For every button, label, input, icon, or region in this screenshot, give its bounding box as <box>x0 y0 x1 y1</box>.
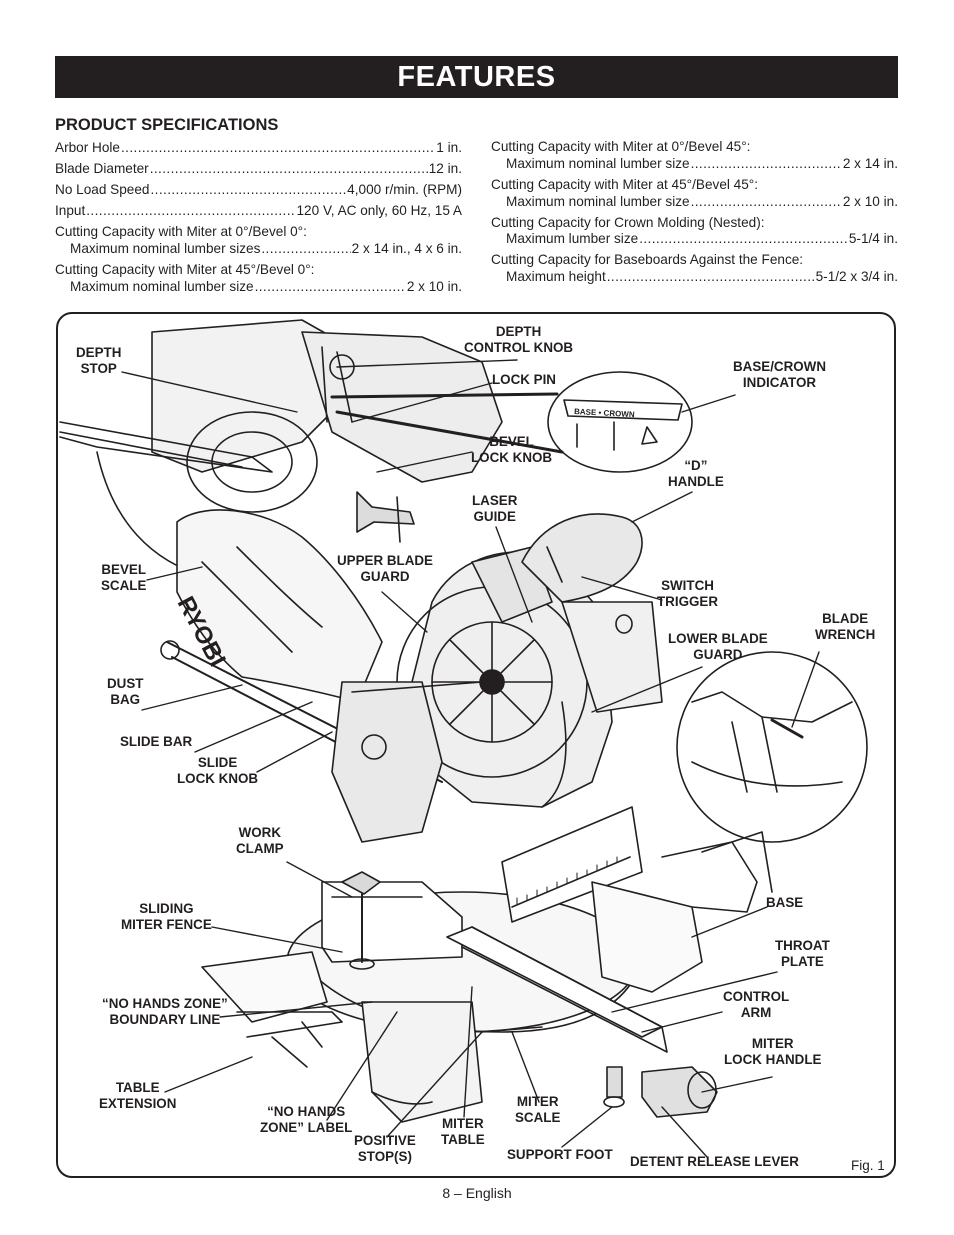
callout-detent-release-lever: DETENT RELEASE LEVER <box>630 1154 799 1169</box>
spec-label: Maximum nominal lumber sizes <box>70 240 261 256</box>
callout-miter-table: MITER TABLE <box>441 1116 485 1148</box>
callout-no-hands-zone-label: “NO HANDS ZONE” LABEL <box>260 1104 353 1136</box>
figure-caption: Fig. 1 <box>851 1158 885 1173</box>
callout-table-extension: TABLE EXTENSION <box>99 1080 177 1112</box>
callout-base-crown-indicator: BASE/CROWN INDICATOR <box>733 359 826 391</box>
callout-base: BASE <box>766 895 804 910</box>
callout-blade-wrench: BLADE WRENCH <box>815 611 876 643</box>
spec-value: 120 V, AC only, 60 Hz, 15 A <box>296 202 463 218</box>
callout-support-foot: SUPPORT FOOT <box>507 1147 613 1162</box>
spec-row: Maximum nominal lumber size 2 x 14 in. <box>491 156 898 173</box>
spec-row: No Load Speed 4,000 r/min. (RPM) <box>55 182 462 199</box>
spec-row: Blade Diameter 12 in. <box>55 161 462 178</box>
callout-lower-blade-guard: LOWER BLADE GUARD <box>668 631 768 663</box>
spec-value: 4,000 r/min. (RPM) <box>347 181 462 197</box>
spec-label: Blade Diameter <box>55 160 149 176</box>
spec-group-heading: Cutting Capacity with Miter at 0°/Bevel … <box>491 139 751 154</box>
figure-panel: RYOBI BASE • CROWN <box>56 312 896 1178</box>
spec-row: Maximum nominal lumber size 2 x 10 in. <box>55 279 462 296</box>
page-footer: 8 – English <box>442 1185 512 1201</box>
callout-slide-lock-knob: SLIDE LOCK KNOB <box>177 755 259 787</box>
spec-row: Maximum lumber size 5-1/4 in. <box>491 231 898 248</box>
spec-group-heading: Cutting Capacity with Miter at 0°/Bevel … <box>55 223 307 239</box>
callout-slide-bar: SLIDE BAR <box>120 734 193 749</box>
callout-d-handle: “D” HANDLE <box>668 458 724 490</box>
callout-sliding-miter-fence: SLIDING MITER FENCE <box>121 901 212 933</box>
spec-label: Maximum lumber size <box>506 231 639 247</box>
spec-row: Input 120 V, AC only, 60 Hz, 15 A <box>55 203 462 220</box>
spec-value: 12 in. <box>428 160 462 176</box>
spec-value: 1 in. <box>436 140 462 155</box>
spec-label: Maximum nominal lumber size <box>506 193 690 209</box>
callout-control-arm: CONTROL ARM <box>723 989 790 1021</box>
callout-bevel-scale: BEVEL SCALE <box>101 562 147 594</box>
features-banner: FEATURES <box>55 56 898 98</box>
callout-positive-stops: POSITIVE STOP(S) <box>354 1133 416 1165</box>
spec-row: Maximum height 5-1/2 x 3/4 in. <box>491 269 898 286</box>
callout-miter-scale: MITER SCALE <box>515 1094 561 1126</box>
callout-bevel-lock-knob: BEVEL LOCK KNOB <box>471 434 553 466</box>
spec-value: 2 x 14 in. <box>842 155 898 171</box>
specifications-heading: PRODUCT SPECIFICATIONS <box>55 116 279 134</box>
spec-label: No Load Speed <box>55 181 150 197</box>
callout-switch-trigger: SWITCH TRIGGER <box>657 578 719 610</box>
spec-value: 2 x 10 in. <box>406 278 462 294</box>
spec-value: 5-1/4 in. <box>848 231 898 247</box>
callout-lock-pin: LOCK PIN <box>492 372 556 387</box>
callout-dust-bag: DUST BAG <box>107 676 144 708</box>
spec-group-heading: Cutting Capacity for Baseboards Against … <box>491 252 804 268</box>
callout-no-hands-zone-boundary: “NO HANDS ZONE” BOUNDARY LINE <box>102 996 228 1028</box>
callout-throat-plate: THROAT PLATE <box>775 938 830 970</box>
callout-miter-lock-handle: MITER LOCK HANDLE <box>724 1036 822 1068</box>
callout-depth-stop: DEPTH STOP <box>76 345 122 377</box>
spec-label: Maximum nominal lumber size <box>70 278 254 294</box>
spec-row: Arbor Hole 1 in. <box>55 140 462 157</box>
spec-value: 5-1/2 x 3/4 in. <box>815 269 898 285</box>
callout-work-clamp: WORK CLAMP <box>236 825 284 857</box>
miter-saw-illustration: RYOBI BASE • CROWN <box>59 319 868 1158</box>
specifications-left-column: Arbor Hole 1 in. Blade Diameter 12 in. No … <box>55 140 462 295</box>
spec-row: Maximum nominal lumber sizes 2 x 14 in., … <box>55 241 462 258</box>
spec-label: Maximum height <box>506 269 606 285</box>
spec-group-heading: Cutting Capacity with Miter at 45°/Bevel… <box>55 261 315 277</box>
spec-value: 2 x 14 in., 4 x 6 in. <box>351 240 462 256</box>
callout-upper-blade-guard: UPPER BLADE GUARD <box>337 553 433 585</box>
specifications-right-column: Cutting Capacity with Miter at 0°/Bevel … <box>491 139 898 286</box>
callout-depth-control-knob: DEPTH CONTROL KNOB <box>464 324 574 356</box>
spec-value: 2 x 10 in. <box>842 193 898 209</box>
base-crown-indicator-text: BASE • CROWN <box>574 407 635 419</box>
spec-label: Input <box>55 202 86 218</box>
spec-label: Maximum nominal lumber size <box>506 155 690 171</box>
spec-row: Maximum nominal lumber size 2 x 10 in. <box>491 194 898 211</box>
spec-label: Arbor Hole <box>55 140 120 155</box>
spec-group-heading: Cutting Capacity with Miter at 45°/Bevel… <box>491 176 759 192</box>
callout-laser-guide: LASER GUIDE <box>472 493 518 525</box>
spec-group-heading: Cutting Capacity for Crown Molding (Nest… <box>491 214 765 230</box>
